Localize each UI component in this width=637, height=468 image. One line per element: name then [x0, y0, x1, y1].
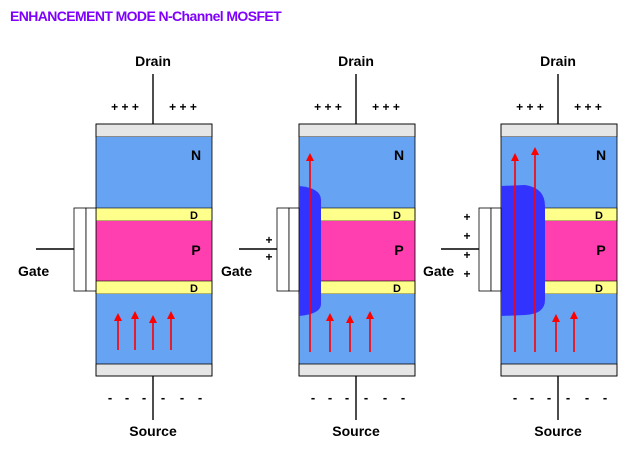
depletion-label-bottom: D: [393, 283, 401, 295]
drain-charges-right: + + +: [169, 100, 197, 114]
source-charge: -: [530, 390, 534, 405]
source-charge: -: [401, 390, 405, 405]
gate-charge: +: [463, 229, 470, 243]
source-label: Source: [129, 423, 177, 439]
gate-electrode: [276, 207, 290, 292]
n-region-label: N: [191, 147, 201, 163]
drain-label: Drain: [135, 53, 171, 69]
drain-label: Drain: [540, 53, 576, 69]
gate-charge: +: [265, 250, 272, 264]
gate-oxide: [490, 207, 502, 292]
gate-electrode: [73, 207, 87, 292]
gate-charge: +: [463, 248, 470, 262]
source-charge: -: [513, 390, 517, 405]
source-contact: [95, 363, 213, 377]
source-charge: -: [383, 390, 387, 405]
gate-charge: +: [463, 267, 470, 281]
drain-charges-left: + + +: [516, 100, 544, 114]
source-charge: -: [585, 390, 589, 405]
p-region: [96, 221, 212, 281]
drain-charges-right: + + +: [372, 100, 400, 114]
gate-label: Gate: [423, 263, 454, 279]
p-region-label: P: [596, 242, 605, 258]
n-region-label: N: [596, 147, 606, 163]
depletion-label-top: D: [393, 210, 401, 222]
drain-contact: [500, 123, 618, 138]
n-region-label: N: [394, 147, 404, 163]
gate-oxide: [85, 207, 97, 292]
source-charge: -: [566, 390, 570, 405]
p-region-label: P: [191, 242, 200, 258]
drain-charges-left: + + +: [314, 100, 342, 114]
source-contact: [298, 363, 416, 377]
source-charge: -: [108, 390, 112, 405]
source-label: Source: [534, 423, 582, 439]
source-charge: -: [345, 390, 349, 405]
source-charge: -: [311, 390, 315, 405]
source-charge: -: [180, 390, 184, 405]
gate-label: Gate: [18, 263, 49, 279]
source-charge: -: [125, 390, 129, 405]
diagram-title: ENHANCEMENT MODE N-Channel MOSFET: [10, 8, 282, 24]
drain-charges-left: + + +: [111, 100, 139, 114]
depletion-label-bottom: D: [595, 283, 603, 295]
depletion-label-bottom: D: [190, 283, 198, 295]
source-charge: -: [364, 390, 368, 405]
source-charge: -: [547, 390, 551, 405]
source-charge: -: [328, 390, 332, 405]
n-region-top: [96, 137, 212, 208]
gate-electrode: [478, 207, 492, 292]
source-charge: -: [142, 390, 146, 405]
gate-charge: +: [463, 210, 470, 224]
induced-channel: [501, 185, 545, 316]
drain-label: Drain: [338, 53, 374, 69]
depletion-label-top: D: [190, 210, 198, 222]
gate-oxide: [288, 207, 300, 292]
drain-contact: [95, 123, 213, 138]
drain-charges-right: + + +: [574, 100, 602, 114]
source-charge: -: [198, 390, 202, 405]
gate-label: Gate: [221, 263, 252, 279]
source-label: Source: [332, 423, 380, 439]
source-charge: -: [161, 390, 165, 405]
gate-charge: +: [265, 233, 272, 247]
drain-contact: [298, 123, 416, 138]
source-contact: [500, 363, 618, 377]
source-charge: -: [603, 390, 607, 405]
n-region-bottom: [96, 294, 212, 364]
depletion-label-top: D: [595, 210, 603, 222]
p-region-label: P: [394, 242, 403, 258]
